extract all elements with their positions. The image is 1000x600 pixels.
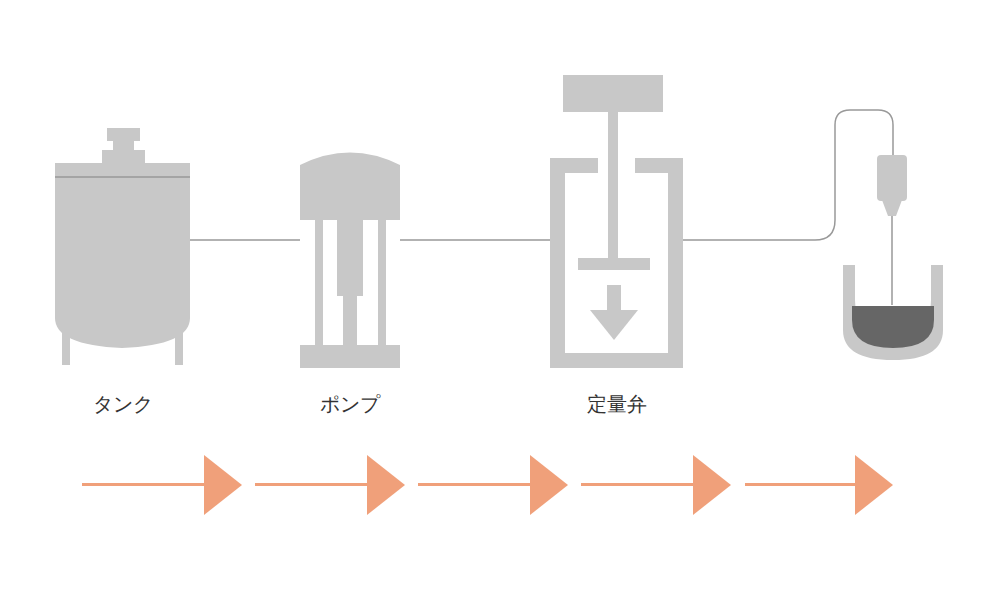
pump-head — [300, 153, 400, 221]
process-arrow — [418, 483, 533, 486]
unit-label: ポンプ — [318, 392, 382, 416]
tank-body — [55, 163, 190, 348]
needle — [891, 216, 893, 305]
pump-pillar — [378, 220, 386, 346]
pump-base — [300, 345, 400, 368]
valve-handle — [563, 75, 663, 112]
pipe-line — [400, 239, 550, 241]
dispenser-tip — [882, 200, 902, 216]
liquid — [852, 306, 934, 348]
process-arrow — [581, 483, 696, 486]
pump-unit: ポンプ — [300, 148, 400, 422]
valve-stem — [608, 112, 618, 260]
unit-label: タンク — [91, 392, 155, 416]
tank-leg — [62, 330, 70, 365]
pipe-line — [400, 240, 550, 241]
cup — [843, 265, 943, 360]
process-arrows — [82, 455, 893, 515]
process-arrow — [855, 455, 893, 515]
pipe-line — [190, 239, 300, 241]
tank-leg — [175, 330, 183, 365]
valve-unit: 定量弁 — [550, 75, 683, 422]
flow-arrow — [590, 310, 638, 340]
flow-arrow — [607, 285, 621, 311]
dispenser-body — [877, 155, 907, 201]
tank-cap — [102, 150, 145, 165]
tank-seam — [55, 176, 190, 178]
process-arrow — [530, 455, 568, 515]
pipe-line — [190, 240, 300, 241]
valve-body — [550, 158, 683, 368]
valve-disc — [578, 258, 650, 270]
pump-rod — [343, 295, 357, 346]
process-arrow — [255, 483, 370, 486]
tank-unit: タンク — [55, 128, 190, 422]
process-arrow — [204, 455, 242, 515]
unit-label: 定量弁 — [585, 392, 649, 416]
pump-pillar — [315, 220, 323, 346]
process-arrow — [693, 455, 731, 515]
tank-neck — [113, 140, 134, 151]
dispense-tube — [683, 110, 893, 240]
process-arrow — [367, 455, 405, 515]
pump-cylinder — [337, 220, 363, 296]
tank-knob — [107, 128, 140, 141]
process-arrow — [745, 483, 857, 486]
process-arrow — [82, 483, 207, 486]
